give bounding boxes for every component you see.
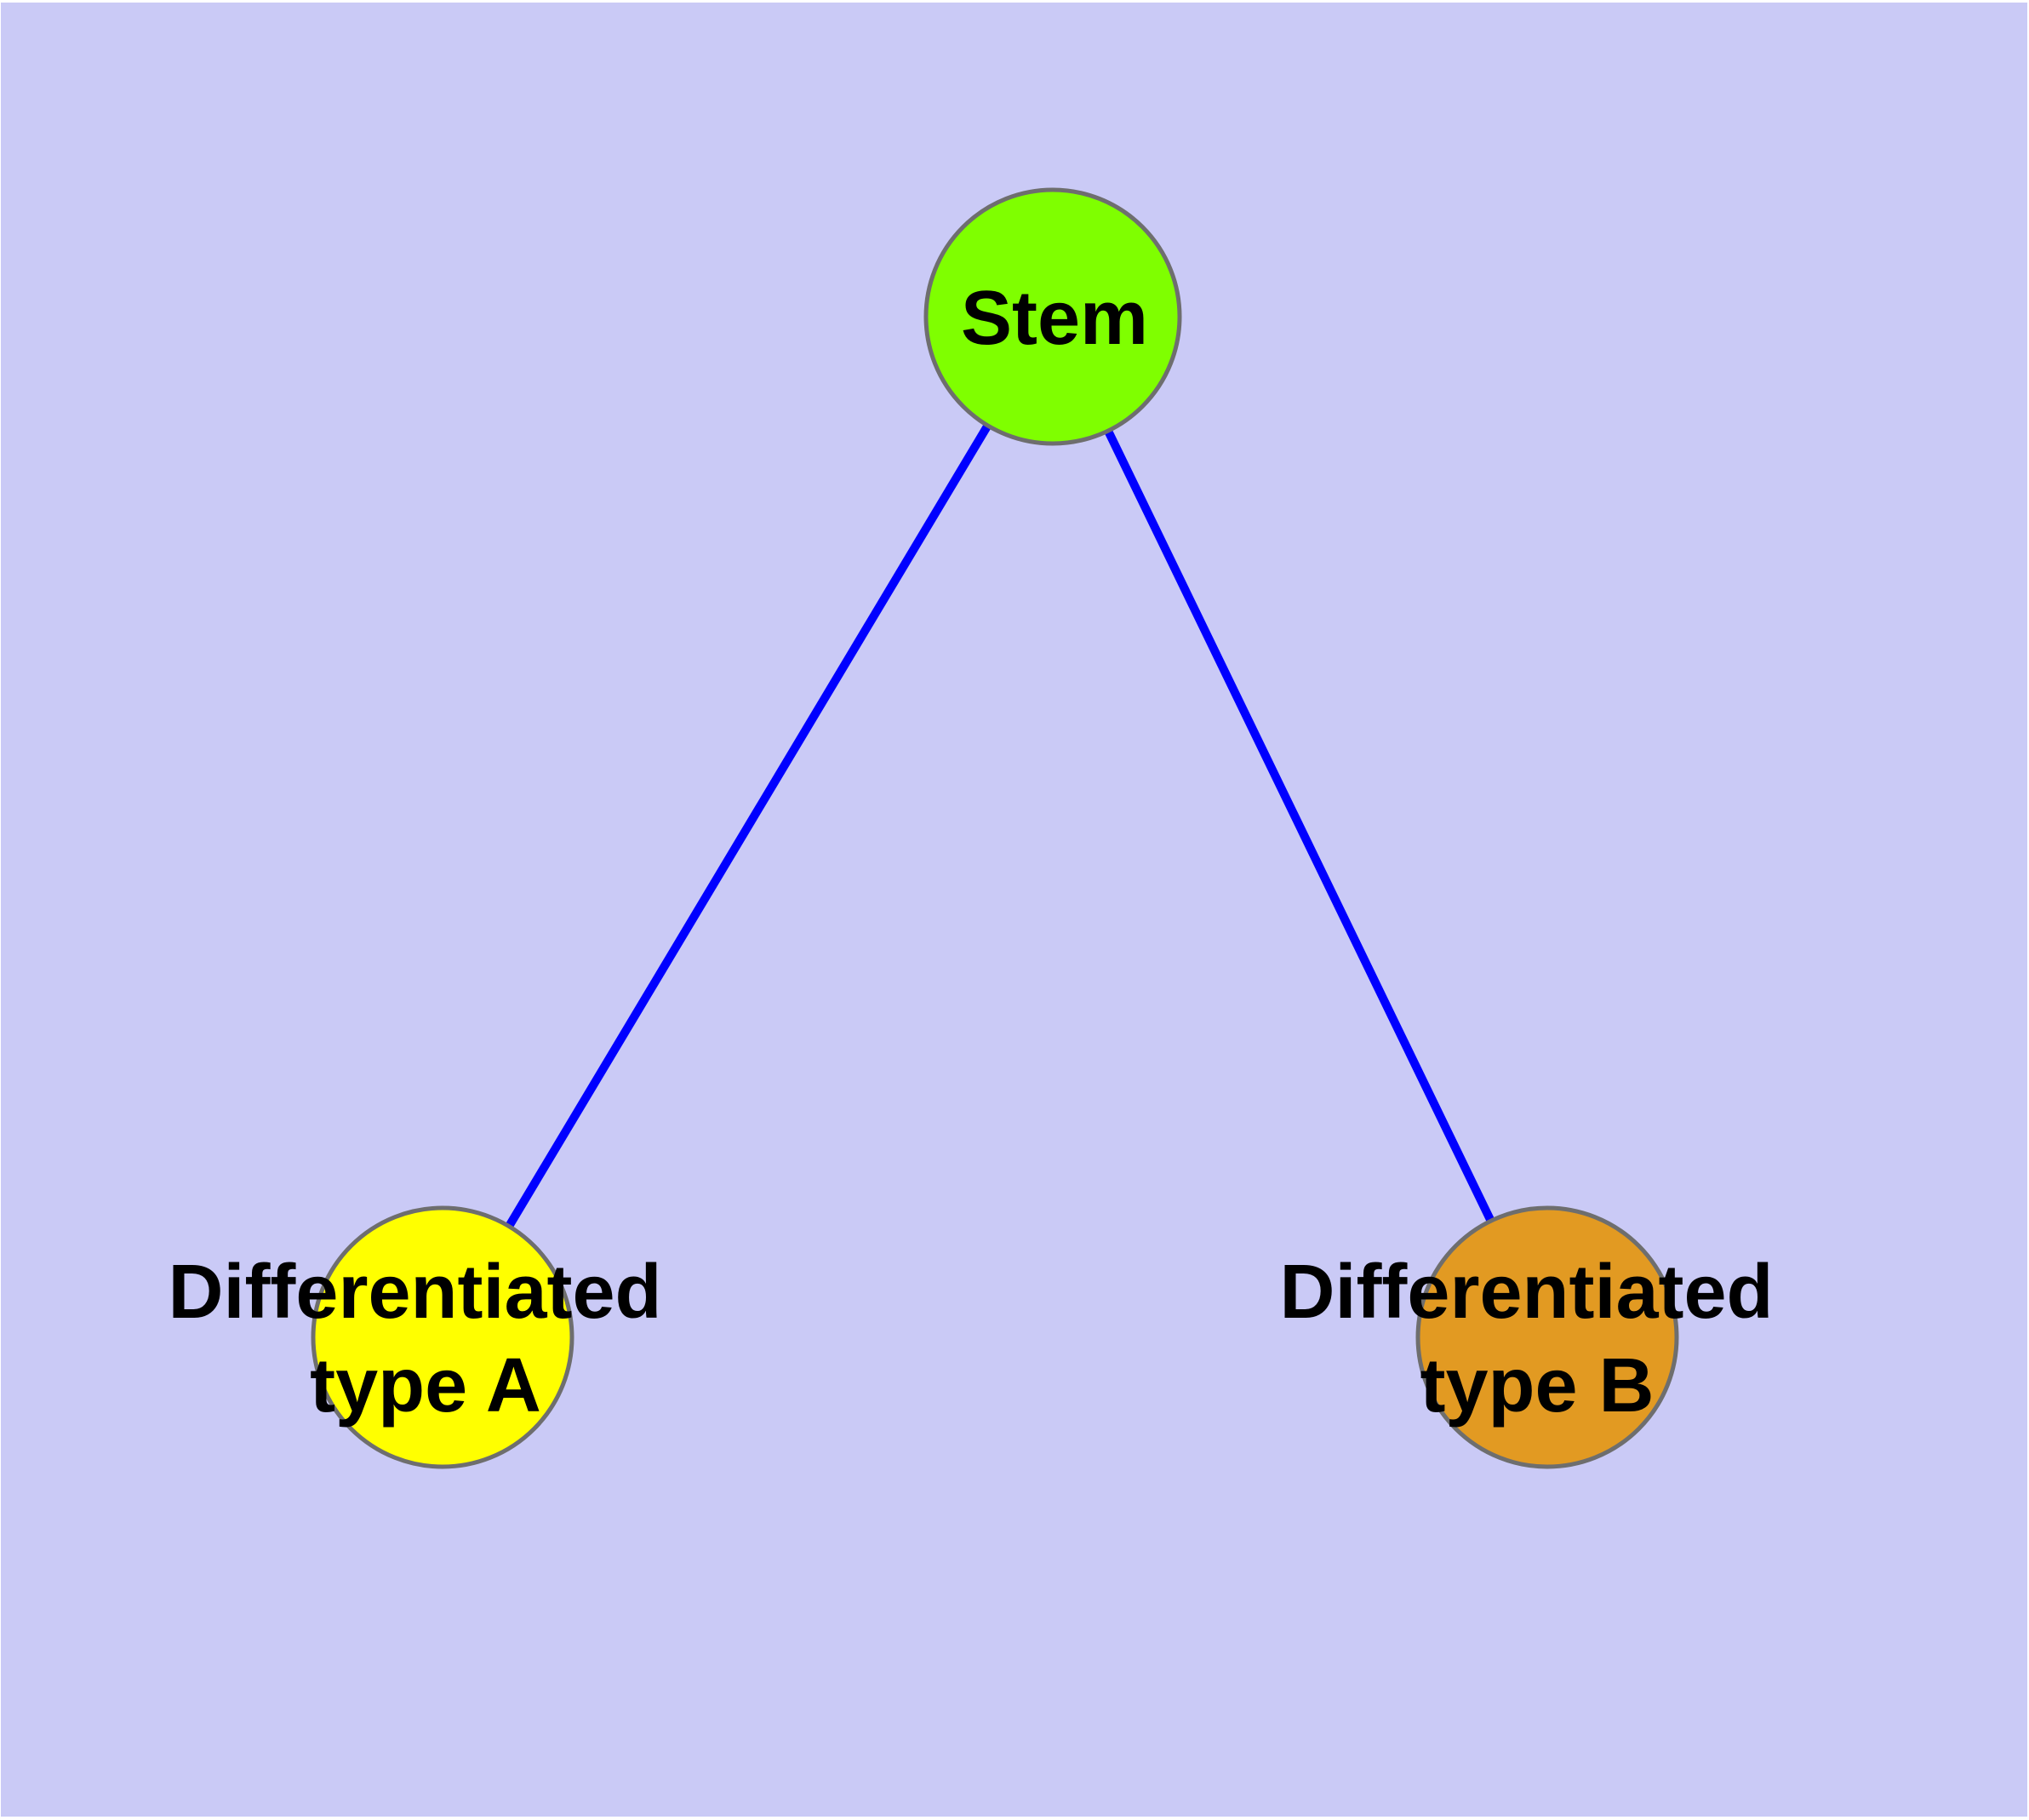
edge-stem-to-type-b: [1049, 314, 1552, 1340]
edge-stem-to-type-a: [438, 314, 1057, 1340]
node-type-a-label-line2: type A: [310, 1343, 541, 1428]
node-type-b-label-line1: Differentiated: [1279, 1250, 1773, 1335]
node-type-b-label: Differentiated type B: [1279, 1250, 1794, 1428]
node-type-b-label-line2: type B: [1420, 1343, 1654, 1428]
node-stem-circle: [923, 187, 1182, 446]
node-type-a-label: Differentiated type A: [168, 1250, 683, 1428]
node-type-b-circle: [1415, 1205, 1679, 1469]
node-type-a-circle: [311, 1205, 574, 1469]
node-stem-label: Stem: [961, 276, 1148, 361]
node-type-a-label-line1: Differentiated: [168, 1250, 661, 1335]
